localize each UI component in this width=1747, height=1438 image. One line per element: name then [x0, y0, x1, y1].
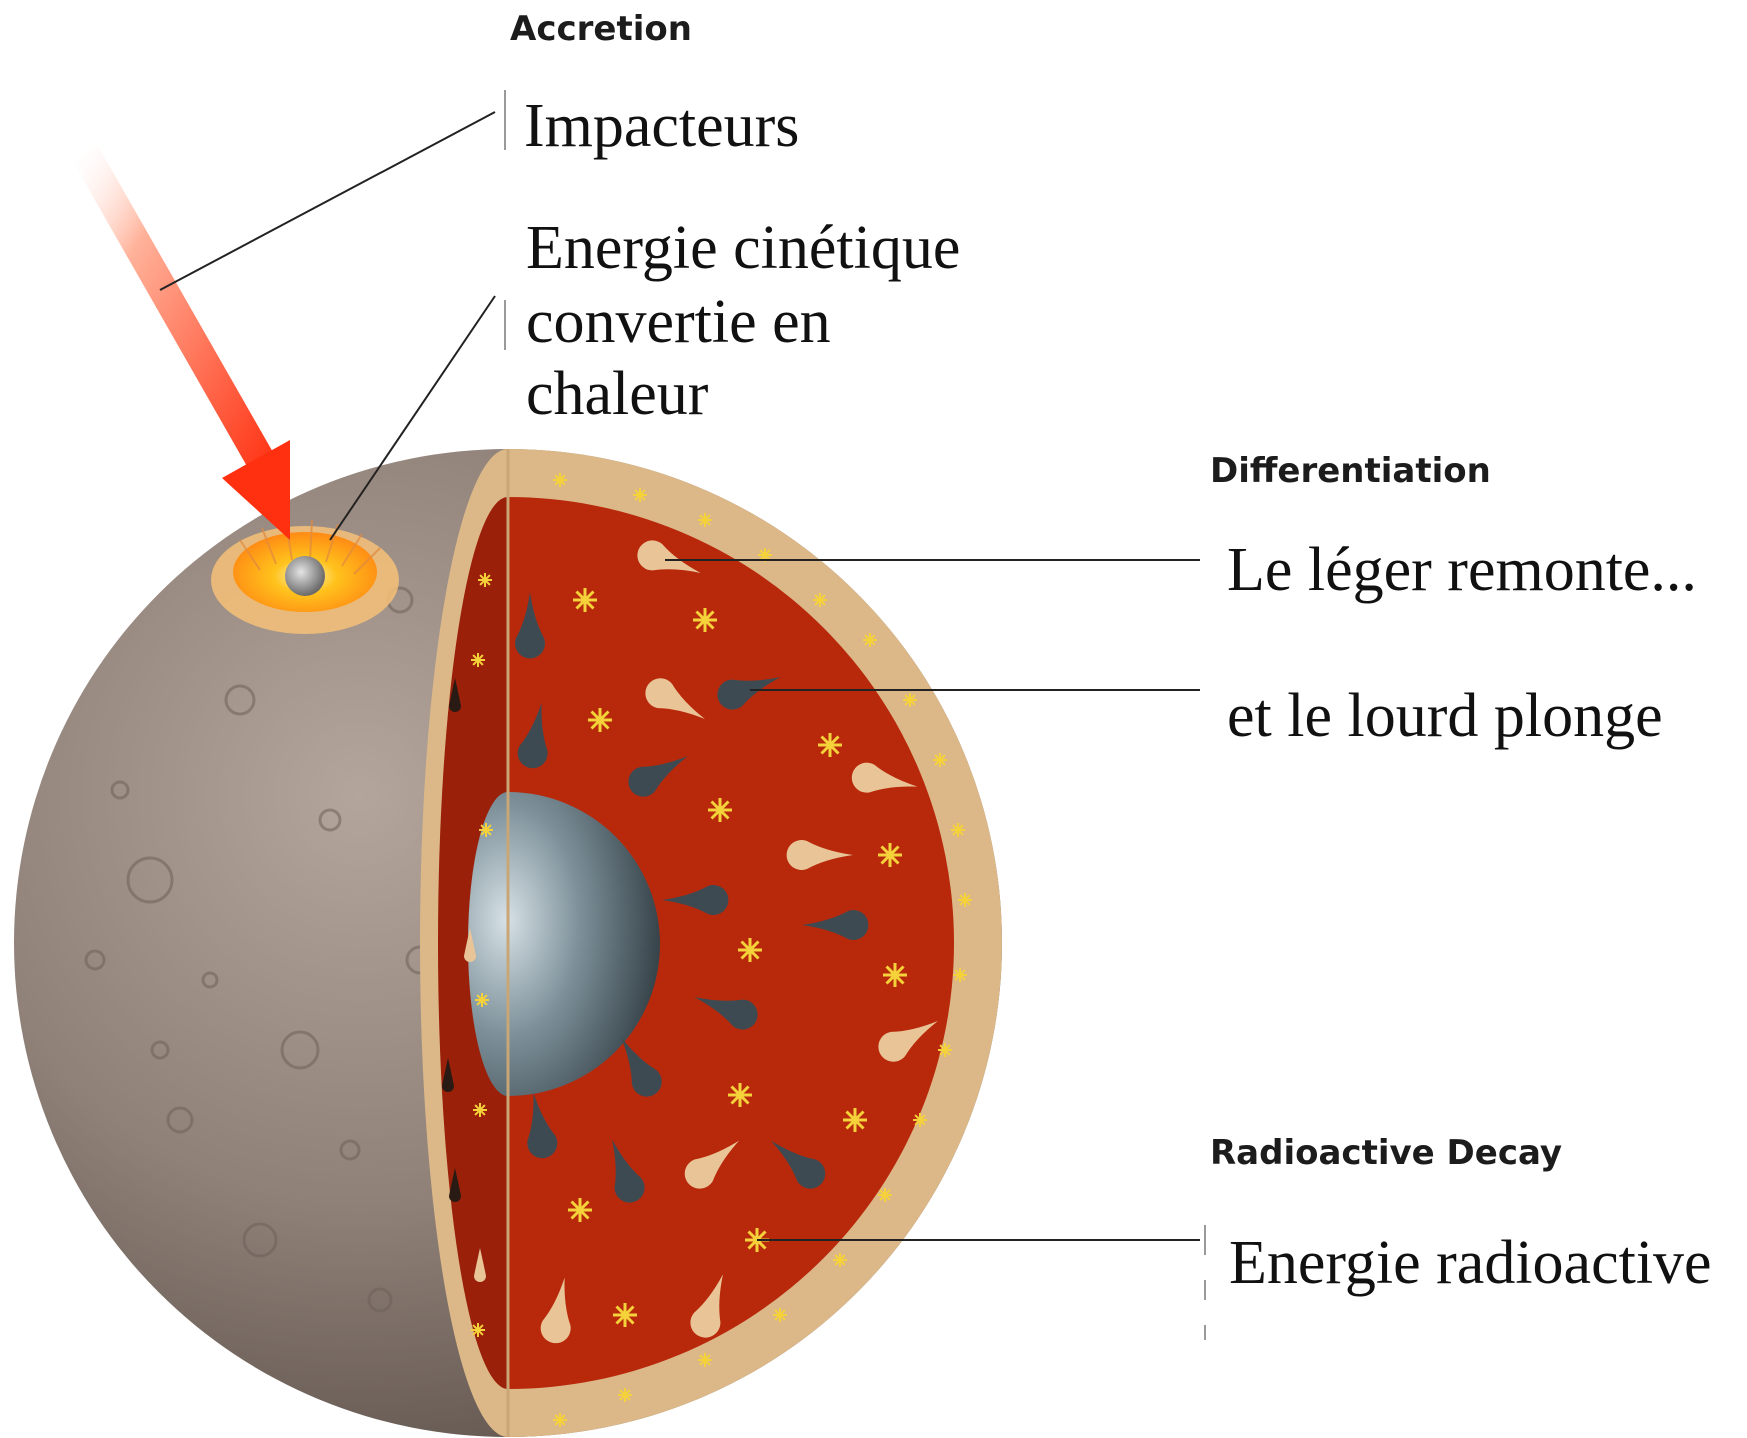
- radioactive-spark-icon: [738, 938, 762, 962]
- label-energie-cinetique-line1: Energie cinétique: [526, 214, 960, 282]
- radioactive-spark-icon: [693, 608, 717, 632]
- radioactive-spark-icon: [818, 733, 842, 757]
- radioactive-spark-icon: [708, 798, 732, 822]
- label-lourd-plonge: et le lourd plonge: [1227, 682, 1663, 750]
- heading-differentiation: Differentiation: [1210, 451, 1491, 491]
- heading-accretion: Accretion: [510, 9, 692, 49]
- leader-impacteurs: [160, 112, 495, 290]
- radioactive-spark-icon: [843, 1108, 867, 1132]
- radioactive-spark-icon: [883, 963, 907, 987]
- radioactive-spark-icon: [573, 588, 597, 612]
- label-energie-radioactive: Energie radioactive: [1229, 1229, 1712, 1297]
- label-energie-cinetique-line3: chaleur: [526, 360, 709, 428]
- radioactive-spark-icon: [728, 1083, 752, 1107]
- label-impacteurs: Impacteurs: [524, 92, 799, 160]
- label-energie-cinetique-line2: convertie en: [526, 288, 831, 356]
- heading-radioactive-decay: Radioactive Decay: [1210, 1133, 1562, 1173]
- planet: [14, 449, 1002, 1437]
- radioactive-spark-icon: [568, 1198, 592, 1222]
- radioactive-spark-icon: [878, 843, 902, 867]
- label-leger-remonte: Le léger remonte...: [1227, 536, 1697, 604]
- impactor-arrow-icon: [72, 146, 290, 540]
- impactor-icon: [285, 556, 325, 596]
- radioactive-spark-icon: [613, 1303, 637, 1327]
- radioactive-spark-icon: [588, 708, 612, 732]
